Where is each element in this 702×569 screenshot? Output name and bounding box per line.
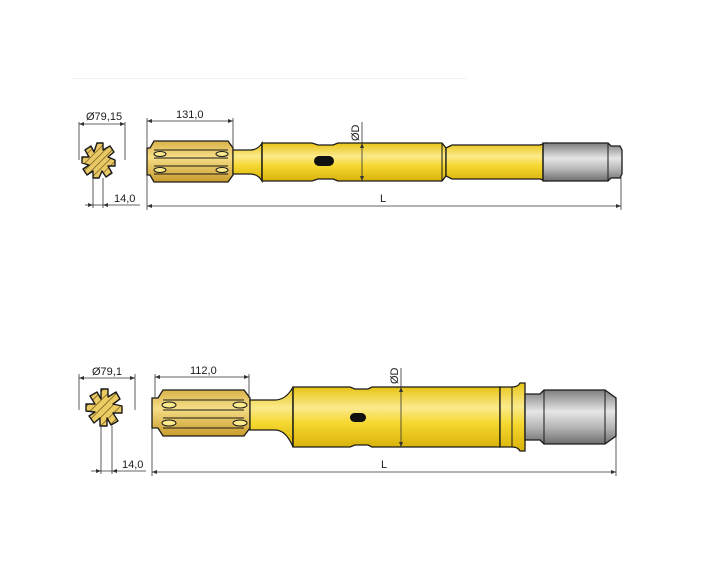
spline-width-label: 14,0 <box>114 193 135 205</box>
flushing-slot-icon <box>314 156 334 166</box>
flushing-slot-icon <box>350 413 366 422</box>
section-diameter-dimension: Ø79,15 <box>78 111 126 160</box>
shank-diameter-dimension: ØD <box>389 367 403 447</box>
faint-background-rule <box>72 78 467 79</box>
shank-diameter-label: ØD <box>389 367 401 384</box>
spline-width-label: 14,0 <box>122 459 143 471</box>
spline-length-dimension: 131,0 <box>146 109 234 148</box>
total-length-dimension: L <box>146 175 622 210</box>
spline-length-label: 131,0 <box>176 109 204 121</box>
total-length-label: L <box>380 193 386 205</box>
spline-cross-section <box>81 142 116 179</box>
spline-width-dimension: 14,0 <box>91 426 146 474</box>
spline-width-dimension: 14,0 <box>85 178 140 208</box>
shank-adapter-drawing-top: Ø79,15 14,0 <box>78 109 623 210</box>
total-length-label: L <box>381 459 387 471</box>
section-diameter-label: Ø79,15 <box>86 111 122 123</box>
shank-adapter-drawing-bottom: Ø79,1 14,0 <box>0 285 702 569</box>
shank-side-view <box>151 382 617 452</box>
spline-length-label: 112,0 <box>190 365 217 377</box>
spline-cross-section <box>85 388 123 427</box>
section-diameter-label: Ø79,1 <box>92 366 122 378</box>
shank-diameter-dimension: ØD <box>350 122 364 181</box>
total-length-dimension: L <box>151 428 617 476</box>
shank-side-view <box>146 140 623 184</box>
shank-diameter-label: ØD <box>350 124 362 141</box>
spline-length-dimension: 112,0 <box>154 365 250 398</box>
section-diameter-dimension: Ø79,1 <box>78 366 136 410</box>
